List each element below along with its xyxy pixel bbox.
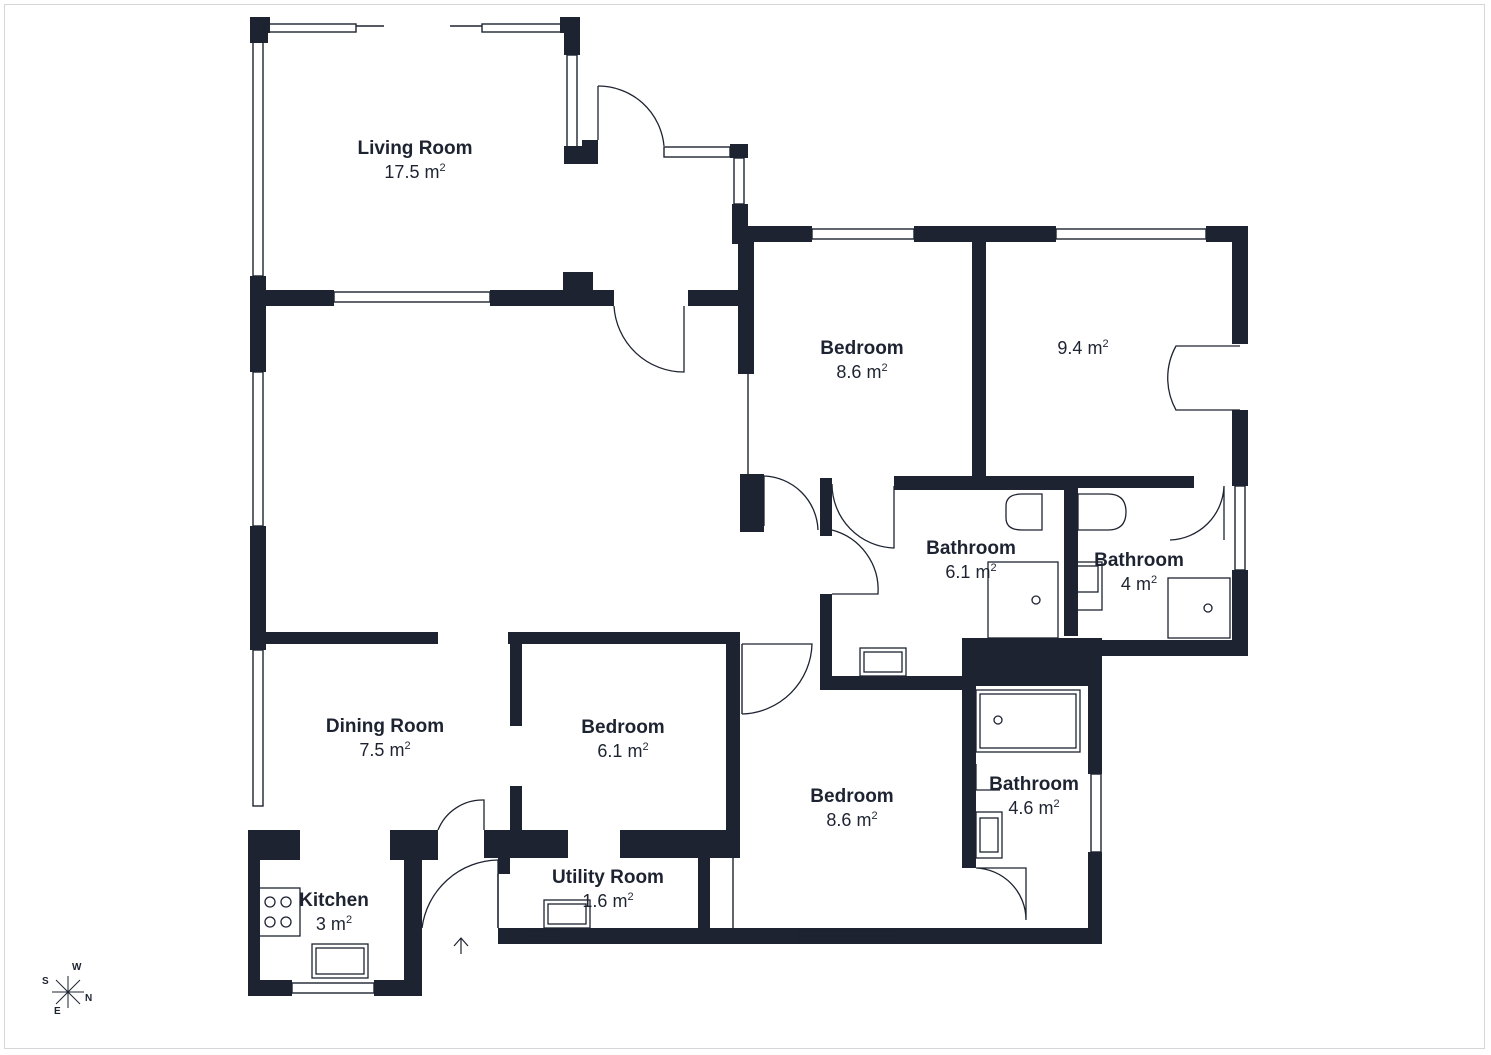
floor-plan-sheet <box>4 4 1485 1049</box>
room-name: Bathroom <box>989 773 1079 795</box>
room-area: 9.4 m2 <box>1057 337 1109 358</box>
room-area: 3 m2 <box>315 913 353 934</box>
room-area: 17.5 m2 <box>384 161 446 182</box>
room-label-kitchen: Kitchen 3 m2 <box>299 889 369 935</box>
room-label-bathroom-3: Bathroom 4.6 m2 <box>989 773 1079 819</box>
room-area: 8.6 m2 <box>826 809 878 830</box>
room-name: Bedroom <box>810 785 894 807</box>
room-label-bedroom-1: Bedroom 8.6 m2 <box>820 337 903 383</box>
room-name: Bedroom <box>820 337 904 359</box>
compass-e: E <box>54 1006 61 1017</box>
room-label-bedroom-3: Bedroom 8.6 m2 <box>810 785 893 831</box>
room-area: 8.6 m2 <box>836 361 888 382</box>
room-area: 1.6 m2 <box>582 890 634 911</box>
doors <box>421 85 1240 929</box>
entrance-arrow-icon <box>453 937 469 954</box>
room-name: Living Room <box>357 137 473 159</box>
compass-rose-icon <box>52 976 84 1008</box>
room-area: 6.1 m2 <box>597 740 649 761</box>
room-name: Bathroom <box>1094 549 1184 571</box>
room-name: Bathroom <box>926 537 1016 559</box>
room-label-bathroom-2: Bathroom 4 m2 <box>1094 549 1184 595</box>
room-label-9-4: 9.4 m2 <box>1057 337 1108 360</box>
fixtures <box>257 493 1231 979</box>
room-name: Kitchen <box>299 889 369 911</box>
room-label-utility-room: Utility Room 1.6 m2 <box>552 866 664 912</box>
room-area: 4.6 m2 <box>1008 797 1060 818</box>
compass-w: W <box>72 962 82 973</box>
room-area: 4 m2 <box>1120 573 1158 594</box>
room-label-living-room: Living Room 17.5 m2 <box>357 137 472 183</box>
walls <box>248 17 1248 996</box>
room-area: 7.5 m2 <box>359 739 411 760</box>
room-label-dining-room: Dining Room 7.5 m2 <box>326 715 444 761</box>
room-name: Bedroom <box>581 716 665 738</box>
room-label-bathroom-1: Bathroom 6.1 m2 <box>926 537 1016 583</box>
room-name: Utility Room <box>552 866 664 888</box>
compass-n: N <box>85 993 93 1004</box>
room-name: Dining Room <box>325 715 445 737</box>
compass-s: S <box>42 976 49 987</box>
room-area: 6.1 m2 <box>945 561 997 582</box>
room-label-bedroom-2: Bedroom 6.1 m2 <box>581 716 664 762</box>
